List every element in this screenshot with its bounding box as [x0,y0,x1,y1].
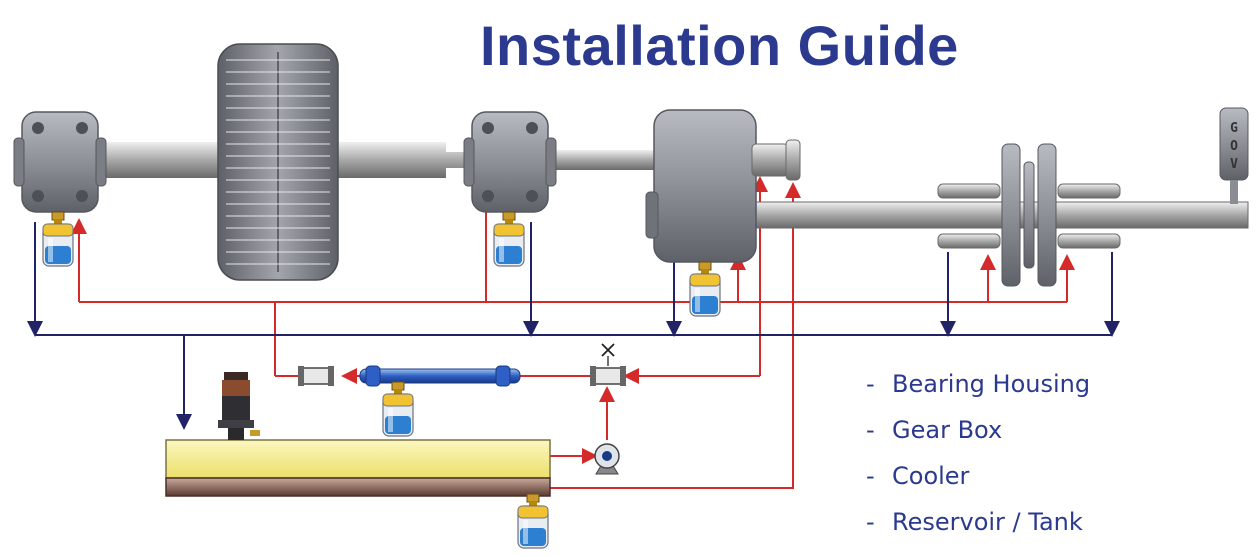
gear-box [645,109,801,263]
return-lines [27,222,1120,430]
legend-item-gear-box: -Gear Box [866,412,1246,458]
cooler [298,365,521,387]
legend-dash: - [866,370,875,398]
legend-dash: - [866,416,875,444]
legend-item-reservoir-tank: -Reservoir / Tank [866,504,1246,550]
lubricator-bearing-left [42,211,74,267]
legend-dash: - [866,508,875,536]
gov-label-g: G [1230,121,1238,136]
rotor-slats [226,59,330,265]
bearing-housing-left [13,111,107,213]
governor: G O V [1219,107,1249,204]
legend-item-cooler: -Cooler [866,458,1246,504]
page-title: Installation Guide [480,14,959,77]
gov-label-o: O [1230,139,1238,154]
lubricator-gear-box [689,261,721,317]
reservoir-tank [165,439,551,497]
legend-label: Gear Box [892,416,1003,444]
right-bearings [937,183,1121,249]
legend-item-bearing-housing: -Bearing Housing [866,366,1246,412]
lubricator-bearing-middle [493,211,525,267]
legend-dash: - [866,462,875,490]
legend-label: Reservoir / Tank [892,508,1083,536]
valve [590,343,626,386]
legend-label: Bearing Housing [892,370,1091,398]
legend: -Bearing Housing -Gear Box -Cooler -Rese… [866,366,1246,550]
rotor-drum [217,43,339,281]
legend-label: Cooler [892,462,970,490]
pump [594,443,620,475]
tank-filter [218,372,260,440]
coupling-discs [1001,143,1057,287]
gov-label-v: V [1230,157,1238,172]
bearing-housing-middle [463,111,557,213]
lubricator-reservoir [517,493,549,549]
lubricator-cooler [382,381,414,437]
